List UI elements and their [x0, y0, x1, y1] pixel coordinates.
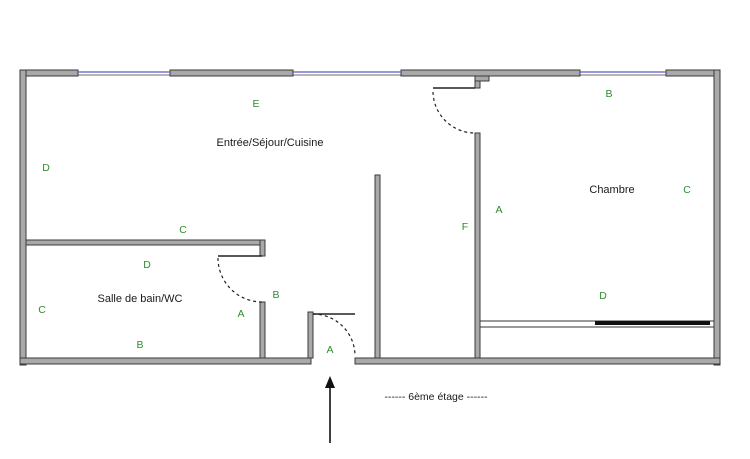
top-wall-segment — [169, 69, 294, 77]
radiator — [595, 321, 710, 325]
wall-label: A — [326, 344, 333, 356]
right-wall — [713, 69, 721, 366]
bathroom-top-wall — [25, 239, 266, 246]
bedroom-partition — [474, 132, 481, 359]
bathroom-top-wall-return — [259, 239, 266, 257]
bottom-wall-segment — [19, 357, 312, 365]
wall-label: C — [38, 304, 46, 316]
top-wall-segment — [400, 69, 581, 77]
room-label-bathroom: Salle de bain/WC — [98, 293, 183, 305]
entrance-door — [312, 313, 356, 357]
bottom-wall-segment — [354, 357, 721, 365]
left-wall — [19, 69, 27, 366]
wall-label: C — [683, 184, 691, 196]
wall-label: C — [179, 224, 187, 236]
bathroom-right-wall — [259, 301, 266, 359]
wall-label: D — [599, 290, 607, 302]
wall-label: B — [272, 289, 279, 301]
wall-label: B — [136, 339, 143, 351]
wall-label: B — [605, 88, 612, 100]
room-label-living: Entrée/Séjour/Cuisine — [216, 137, 323, 149]
wall-label: D — [42, 162, 50, 174]
wall-label: F — [462, 221, 468, 233]
wall-label: D — [143, 259, 151, 271]
window — [78, 71, 170, 76]
bedroom-door — [432, 87, 476, 134]
wall-label: A — [495, 204, 502, 216]
entrance-jamb — [307, 311, 314, 359]
bedroom-partition-stub — [474, 75, 490, 82]
floor-label: ------ 6ème étage ------ — [384, 391, 488, 403]
window — [293, 71, 401, 76]
wall-label: A — [237, 308, 244, 320]
window — [580, 71, 666, 76]
bathroom-door — [217, 255, 263, 303]
top-wall-segment — [665, 69, 721, 77]
living-freestanding-wall — [374, 174, 381, 359]
room-label-bedroom: Chambre — [589, 184, 634, 196]
wall-label: E — [252, 98, 259, 110]
entrance-arrow-icon — [325, 376, 335, 443]
top-wall-segment — [19, 69, 79, 77]
